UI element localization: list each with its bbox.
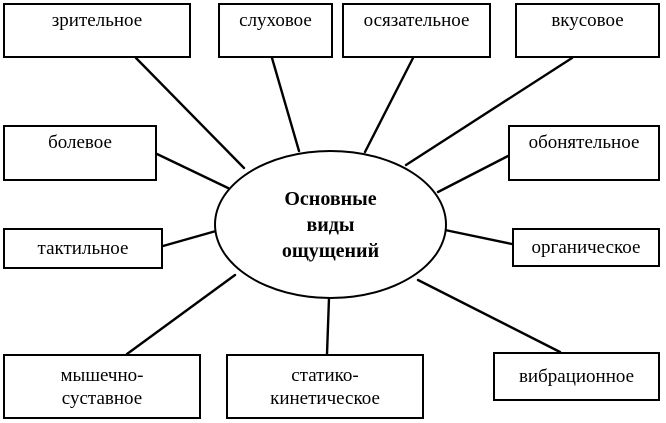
node-pain-label: болевое xyxy=(48,132,112,153)
node-static-kinetic-label: статико- кинетическое xyxy=(270,364,380,409)
node-vibration: вибрационное xyxy=(493,352,660,401)
link-vibration xyxy=(416,278,562,354)
node-tactile-touch-label: осязательное xyxy=(363,10,470,31)
node-static-kinetic: статико- кинетическое xyxy=(226,354,424,419)
link-visual xyxy=(134,56,246,170)
node-gustatory: вкусовое xyxy=(515,3,660,58)
node-visual: зрительное xyxy=(3,3,191,58)
node-organic: органическое xyxy=(512,228,660,267)
node-pain: болевое xyxy=(3,125,157,181)
link-organic xyxy=(443,228,514,246)
node-auditory: слуховое xyxy=(218,3,333,58)
node-tactile-label: тактильное xyxy=(37,238,129,259)
central-node: Основные виды ощущений xyxy=(214,150,447,299)
link-olfactory xyxy=(436,154,510,194)
node-visual-label: зрительное xyxy=(51,10,143,31)
node-tactile: тактильное xyxy=(3,228,163,269)
node-vibration-label: вибрационное xyxy=(518,366,635,387)
link-tactile-touch xyxy=(363,56,415,154)
link-musculoskeletal xyxy=(125,273,237,356)
node-tactile-touch: осязательное xyxy=(342,3,491,58)
node-olfactory-label: обонятельное xyxy=(528,132,640,153)
central-node-label: Основные виды ощущений xyxy=(281,187,380,262)
link-auditory xyxy=(270,56,301,153)
node-organic-label: органическое xyxy=(531,237,641,258)
link-tactile xyxy=(161,229,218,248)
node-musculoskeletal: мышечно- суставное xyxy=(3,354,201,419)
node-gustatory-label: вкусовое xyxy=(551,10,624,31)
link-gustatory xyxy=(404,56,574,167)
link-static-kinetic xyxy=(325,296,331,356)
node-olfactory: обонятельное xyxy=(508,125,660,181)
node-musculoskeletal-label: мышечно- суставное xyxy=(60,364,144,409)
link-pain xyxy=(155,152,230,190)
node-auditory-label: слуховое xyxy=(239,10,312,31)
